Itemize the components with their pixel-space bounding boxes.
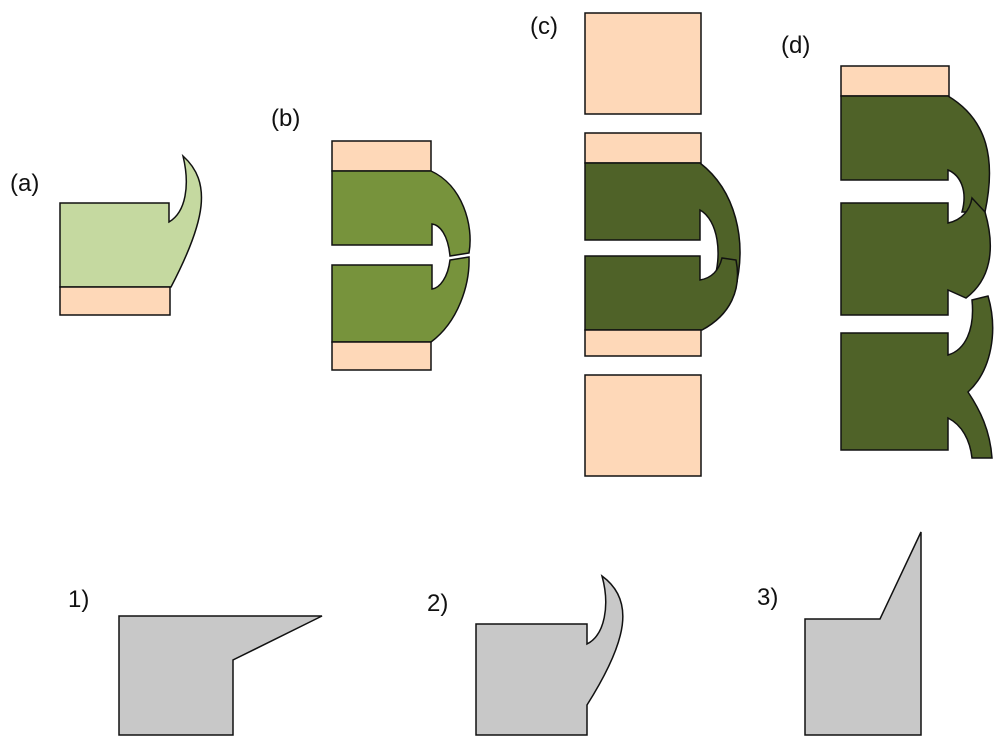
label-d: (d) [781, 32, 811, 59]
label-3: 3) [757, 584, 779, 611]
label-c: (c) [530, 13, 558, 40]
panel-c-block-bottom [584, 374, 702, 477]
profile-2-shape [475, 574, 624, 736]
panel-d-element-1 [840, 95, 991, 213]
profile-1 [118, 615, 323, 736]
panel-c [584, 12, 741, 477]
profile-1-shape [118, 615, 323, 736]
panel-c-substrate-top [584, 132, 702, 164]
panel-a [59, 153, 203, 316]
panel-d [840, 65, 994, 459]
label-a: (a) [10, 170, 40, 197]
panel-b-substrate-bottom [331, 341, 432, 371]
panel-b [331, 140, 471, 371]
panel-a-hook-element [59, 153, 203, 288]
profile-3 [804, 531, 922, 736]
panel-b-substrate-top [331, 140, 432, 172]
panel-d-element-3 [840, 295, 994, 459]
panel-b-element-bottom [331, 256, 470, 343]
profile-3-shape [804, 531, 922, 736]
panel-d-substrate-top [840, 65, 950, 97]
profile-2 [475, 574, 624, 736]
panel-c-block-top [584, 12, 702, 115]
panel-a-substrate [59, 286, 171, 316]
panel-c-element-bottom [584, 255, 739, 331]
label-2: 2) [427, 590, 449, 617]
label-1: 1) [68, 586, 90, 613]
panel-b-element-top [331, 170, 471, 257]
panel-c-substrate-bottom [584, 329, 702, 357]
label-b: (b) [271, 105, 301, 132]
panel-d-element-2 [840, 196, 991, 316]
